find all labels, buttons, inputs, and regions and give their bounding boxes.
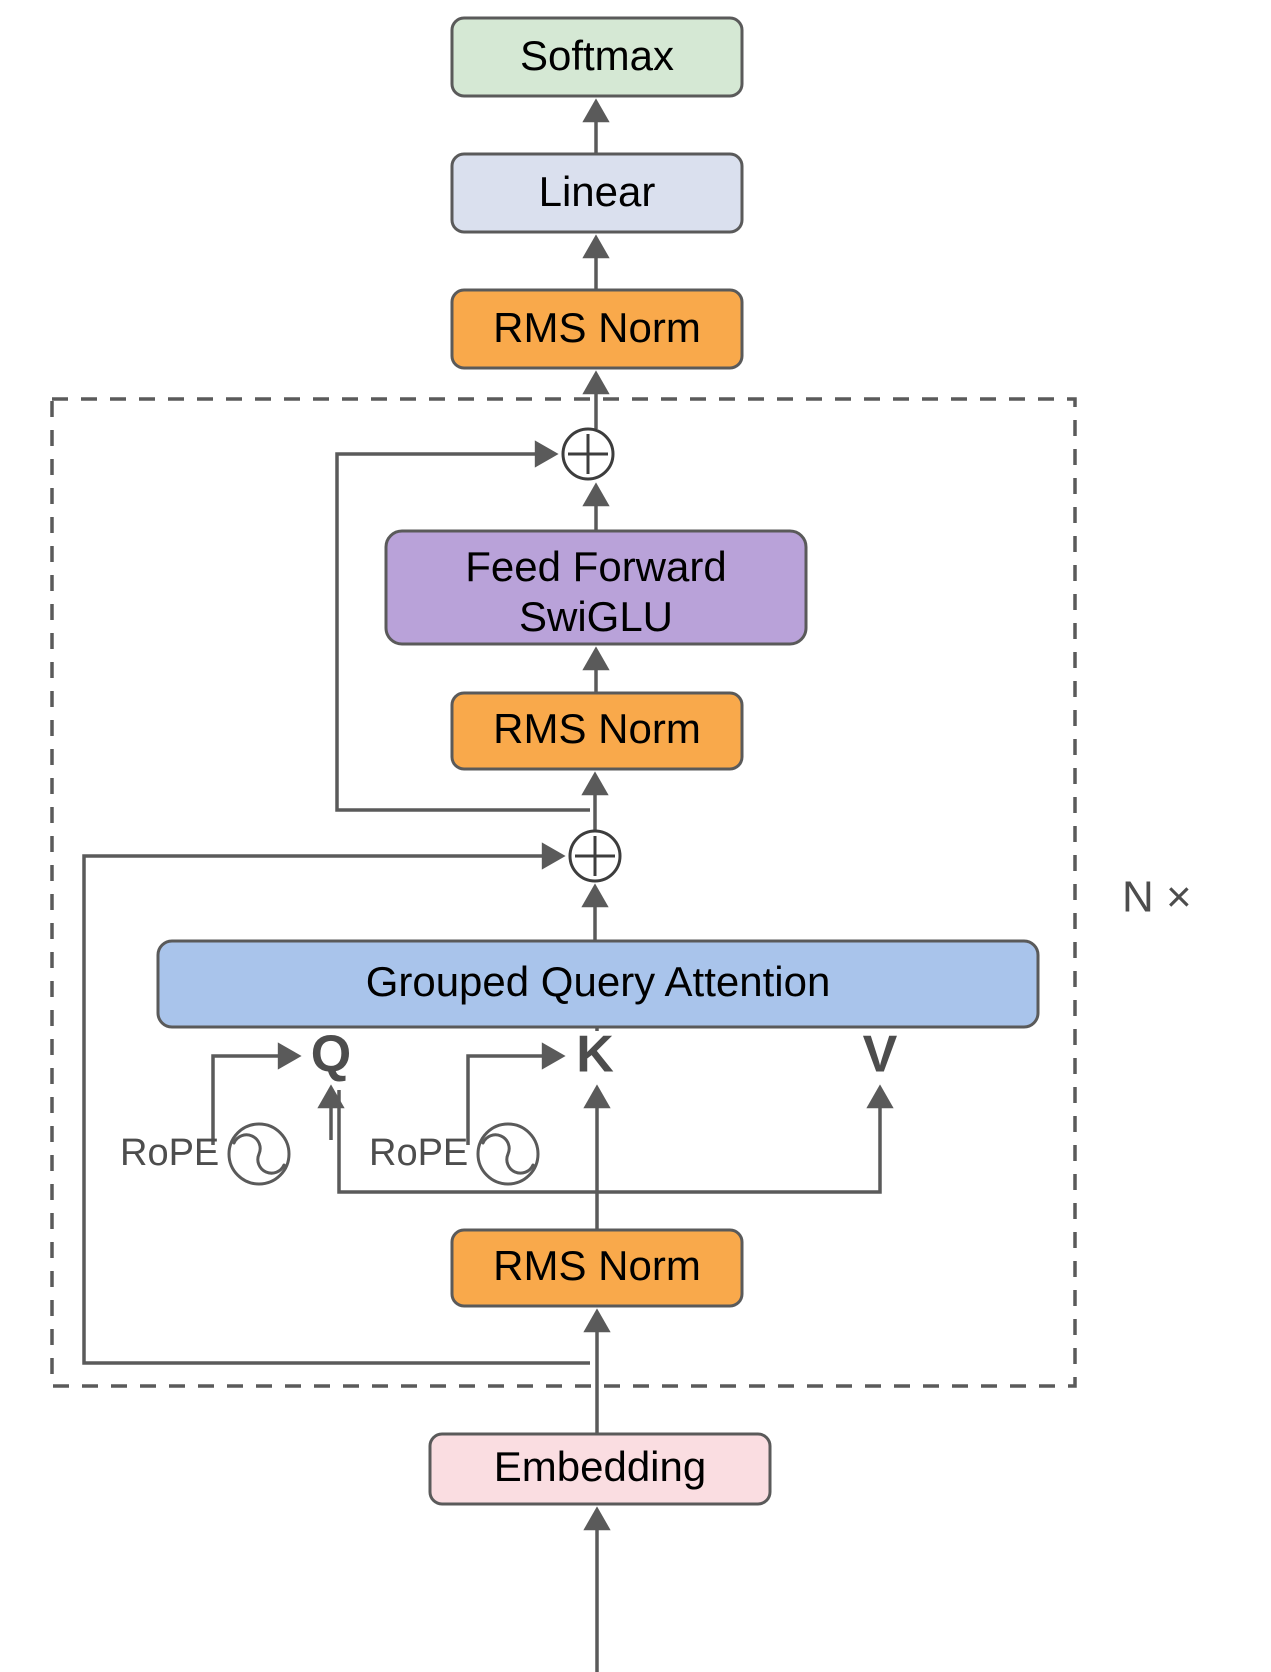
repeated-block-boundary	[50, 397, 1077, 1388]
rope-label-q: RoPE	[120, 1132, 219, 1174]
attention-label: Grouped Query Attention	[366, 958, 831, 1005]
residual-add-attention	[568, 829, 622, 883]
softmax-box[interactable]	[450, 16, 744, 98]
rope-wave-icon	[227, 1122, 291, 1186]
k-label: K	[576, 1026, 614, 1084]
node-embedding[interactable]: Embedding	[428, 1432, 772, 1506]
node-rmsnorm-ffn[interactable]: RMS Norm	[450, 691, 744, 771]
rope-label-k: RoPE	[369, 1132, 468, 1174]
linear-label: Linear	[539, 168, 656, 215]
linear-box[interactable]	[450, 152, 744, 234]
rmsnorm-ffn-label: RMS Norm	[493, 705, 701, 752]
edge-spine-to-v-branch	[597, 1084, 894, 1194]
feedforward-label-line1: Feed Forward	[465, 543, 726, 590]
embedding-box[interactable]	[428, 1432, 772, 1506]
node-feedforward[interactable]: Feed Forward SwiGLU	[384, 529, 808, 646]
rmsnorm-attn-box[interactable]	[450, 1228, 744, 1308]
node-softmax[interactable]: Softmax	[450, 16, 744, 98]
node-linear[interactable]: Linear	[450, 152, 744, 234]
residual-add-ffn	[561, 427, 615, 481]
rmsnorm-attn-label: RMS Norm	[493, 1242, 701, 1289]
embedding-label: Embedding	[494, 1443, 706, 1490]
residual-skip-attention	[82, 842, 590, 1365]
residual-skip-feedforward	[335, 440, 590, 812]
rope-block-k[interactable]: RoPE	[369, 1122, 540, 1186]
softmax-label: Softmax	[520, 32, 674, 79]
rope-wave-icon	[476, 1122, 540, 1186]
v-label: V	[863, 1026, 898, 1084]
attention-box[interactable]	[156, 939, 1040, 1029]
rmsnorm-ffn-box[interactable]	[450, 691, 744, 771]
edge-rope1-to-q	[211, 1042, 302, 1145]
node-rmsnorm-attention[interactable]: RMS Norm	[450, 1228, 744, 1308]
feedforward-label-line2: SwiGLU	[519, 593, 673, 640]
edge-spine-to-q-branch	[337, 1090, 597, 1194]
q-label: Q	[311, 1026, 351, 1084]
rmsnorm-final-box[interactable]	[450, 288, 744, 370]
edge-rope2-to-k	[466, 1042, 566, 1145]
repeat-count-label: N ×	[1122, 873, 1192, 922]
rope-block-q[interactable]: RoPE	[120, 1122, 291, 1186]
rmsnorm-final-label: RMS Norm	[493, 304, 701, 351]
feedforward-box[interactable]	[384, 529, 808, 646]
node-grouped-query-attention[interactable]: Grouped Query Attention	[156, 939, 1040, 1029]
node-rmsnorm-final[interactable]: RMS Norm	[450, 288, 744, 370]
